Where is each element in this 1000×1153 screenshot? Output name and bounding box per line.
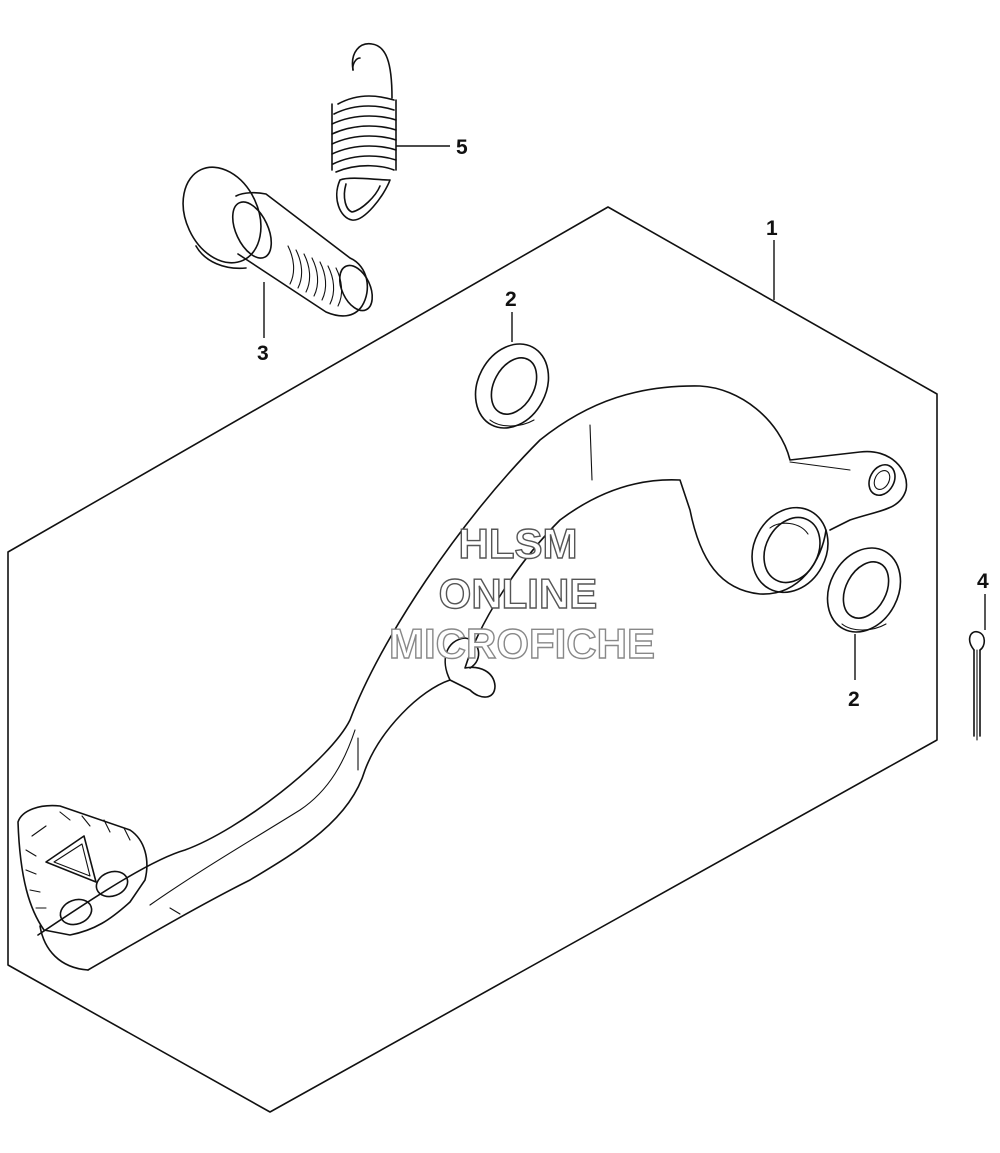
callout-2-upper: 2 (505, 288, 517, 311)
watermark-line3: MICROFICHE (389, 620, 655, 667)
callout-2-lower: 2 (848, 688, 860, 711)
callout-5: 5 (456, 136, 468, 159)
washer-lower-part (826, 547, 902, 633)
callout-4: 4 (977, 570, 989, 593)
cotter-pin-part (968, 630, 986, 741)
brake-pedal-part (17, 385, 908, 971)
callout-1: 1 (766, 217, 778, 240)
washer-upper-part (474, 343, 550, 429)
callout-3: 3 (257, 342, 269, 365)
watermark-line2: ONLINE (439, 570, 598, 617)
assembly-outline (7, 206, 938, 1113)
pivot-bolt-part (182, 166, 374, 317)
spring-part (331, 43, 397, 221)
watermark-line1: HLSM (459, 520, 578, 567)
